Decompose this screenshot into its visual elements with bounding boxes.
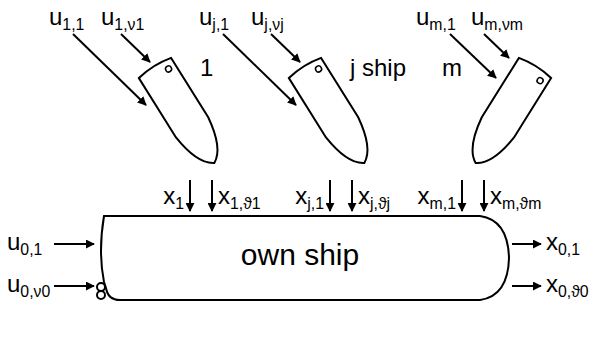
subscript: 1,ϑ1: [230, 195, 261, 212]
state-arrow: [329, 180, 331, 211]
state-arrow: [461, 180, 463, 211]
input-arrow: [223, 34, 296, 105]
signal-label: um,1: [415, 4, 457, 30]
subscript: 1,1: [62, 16, 84, 33]
signal-label: u0,ν0: [6, 271, 51, 297]
signal-label: uj,1: [198, 4, 230, 30]
state-arrow: [351, 180, 353, 211]
state-arrow: [211, 180, 213, 211]
signal-label: uj,νj: [250, 4, 285, 30]
symbol-letter: x: [546, 228, 558, 255]
output-label: x1,ϑ1: [217, 183, 262, 209]
output-arrow: [512, 285, 541, 287]
hull-shape: [138, 56, 231, 173]
ship-hull: m: [440, 56, 570, 180]
output-label: x1: [162, 183, 185, 209]
propeller-symbol: [97, 283, 105, 291]
subscript: 0,ν0: [20, 283, 50, 300]
ship-hull: j ship: [270, 56, 420, 180]
state-arrow: [189, 180, 191, 211]
hull-outline: [120, 56, 230, 180]
symbol-letter: x: [490, 182, 502, 209]
ship-index: 1: [200, 56, 213, 80]
subscript: m,1: [430, 195, 456, 212]
symbol-letter: u: [7, 228, 20, 255]
stern-symbol: [164, 65, 172, 73]
subscript: j,1: [307, 195, 324, 212]
symbol-letter: u: [471, 3, 484, 30]
subscript: 0,1: [558, 241, 580, 258]
symbol-letter: x: [546, 270, 558, 297]
input-arrow: [54, 285, 94, 287]
symbol-letter: u: [199, 3, 212, 30]
subscript: 0,1: [20, 241, 42, 258]
output-label: xm,ϑm: [489, 183, 542, 209]
ship-index: m: [442, 56, 462, 80]
output-label: xj,ϑj: [357, 183, 391, 209]
subscript: 1,ν1: [114, 16, 144, 33]
symbol-letter: u: [7, 270, 20, 297]
subscript: j,ϑj: [370, 195, 390, 212]
input-arrow: [271, 34, 300, 62]
symbol-letter: x: [163, 182, 175, 209]
output-arrow: [512, 243, 541, 245]
signal-label: x0,1: [545, 229, 581, 255]
signal-label: u1,ν1: [100, 4, 145, 30]
subscript: m,1: [429, 16, 455, 33]
symbol-letter: x: [295, 182, 307, 209]
input-arrow: [54, 243, 94, 245]
symbol-letter: x: [358, 182, 370, 209]
state-arrow: [483, 180, 485, 211]
symbol-letter: u: [416, 3, 429, 30]
subscript: m,νm: [484, 16, 523, 33]
signal-label: u0,1: [6, 229, 43, 255]
symbol-letter: x: [218, 182, 230, 209]
input-arrow: [484, 34, 509, 58]
subscript: 0,ϑ0: [558, 283, 589, 300]
signal-label: x0,ϑ0: [545, 271, 590, 297]
signal-label: u1,1: [48, 4, 85, 30]
output-label: xj,1: [294, 183, 325, 209]
hull-shape: [460, 56, 553, 173]
propeller-symbol: [97, 291, 105, 299]
symbol-letter: x: [418, 182, 430, 209]
signal-label: um,νm: [470, 4, 524, 30]
input-arrow: [73, 34, 146, 105]
stern-symbol: [314, 65, 322, 73]
subscript: 1: [175, 195, 184, 212]
symbol-letter: u: [101, 3, 114, 30]
ship-name: own ship: [90, 240, 510, 270]
input-arrow: [121, 34, 150, 62]
own-ship-hull: own ship: [90, 212, 510, 304]
subscript: m,ϑm: [502, 195, 541, 212]
output-label: xm,1: [417, 183, 457, 209]
ship-hull: 1: [120, 56, 230, 180]
subscript: j,νj: [264, 16, 283, 33]
subscript: j,1: [212, 16, 229, 33]
symbol-letter: u: [251, 3, 264, 30]
symbol-letter: u: [49, 3, 62, 30]
stern-symbol: [536, 76, 544, 84]
ship-index: j ship: [350, 56, 406, 80]
